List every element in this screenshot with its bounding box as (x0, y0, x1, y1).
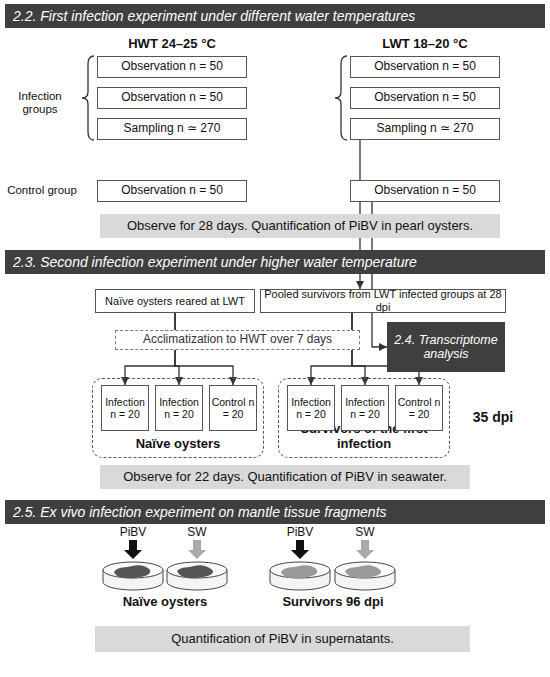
curly-brace (82, 56, 94, 140)
node-text: Observation n = 50 (374, 91, 476, 105)
dish-rim (167, 562, 227, 578)
sw-arrow (188, 540, 206, 559)
node-text: Pooled survivors from LWT infected group… (261, 288, 505, 313)
node-text: Observation n = 50 (121, 60, 223, 74)
node-text: 2.4. Transcriptome analysis (389, 333, 503, 362)
inoculum-label: PiBV (280, 526, 320, 540)
section-box: 2.4. Transcriptome analysis (387, 322, 505, 372)
temperature-label: LWT 18–20 °C (350, 37, 500, 52)
node-text: 2.5. Ex vivo infection experiment on man… (13, 504, 387, 520)
temperature-label: HWT 24–25 °C (97, 37, 247, 52)
row-label: Infection groups (0, 90, 80, 116)
node-text: Acclimatization to HWT over 7 days (143, 333, 332, 347)
tank-box: Infection n = 20 (341, 385, 389, 431)
inoculum-label: SW (177, 526, 217, 540)
summary-band: Observe for 22 days. Quantification of P… (100, 465, 470, 489)
group-container: Survivors of the first infectionInfectio… (278, 378, 450, 458)
summary-band: Quantification of PiBV in supernatants. (95, 626, 470, 652)
group-box: Sampling n ≃ 270 (97, 118, 247, 140)
acclimatization-box: Acclimatization to HWT over 7 days (115, 330, 360, 350)
dish-rim (270, 562, 330, 578)
time-label: 35 dpi (458, 409, 528, 425)
petri-dish (167, 540, 227, 590)
curly-brace (335, 56, 347, 140)
tissue-fragment (345, 565, 381, 578)
section-header: 2.2. First infection experiment under di… (5, 4, 545, 28)
group-label: Naïve oysters (95, 595, 235, 610)
node-text: Infection n = 20 (157, 396, 201, 420)
tank-box: Control n = 20 (395, 385, 443, 431)
dish-rim (335, 562, 395, 578)
node-text: Sampling n ≃ 270 (124, 122, 221, 136)
node-text: Naïve oysters reared at LWT (105, 295, 245, 308)
summary-band: Observe for 28 days. Quantification of P… (100, 214, 500, 238)
tank-box: Infection n = 20 (155, 385, 203, 431)
tank-box: Control n = 20 (209, 385, 257, 431)
node-text: 2.2. First infection experiment under di… (13, 8, 415, 24)
dish-rim (103, 562, 163, 578)
tank-box: Infection n = 20 (287, 385, 335, 431)
tissue-fragment (281, 565, 317, 578)
source-box: Pooled survivors from LWT infected group… (260, 289, 506, 313)
group-container: Naïve oysters Infection n = 20 Infection n… (92, 378, 264, 458)
group-label: Survivors 96 dpi (263, 595, 403, 610)
section-header: 2.3. Second infection experiment under h… (5, 250, 545, 274)
group-box: Observation n = 50 (350, 180, 500, 202)
node-text: Observation n = 50 (121, 91, 223, 105)
inoculum-label: PiBV (113, 526, 153, 540)
group-box: Observation n = 50 (350, 87, 500, 109)
node-text: Observe for 28 days. Quantification of P… (127, 219, 473, 234)
inoculum-label: SW (345, 526, 385, 540)
group-box: Observation n = 50 (97, 180, 247, 202)
pibv-arrow (291, 540, 309, 559)
node-text: Infection n = 20 (103, 396, 147, 420)
section-header: 2.5. Ex vivo infection experiment on man… (5, 500, 545, 524)
node-text: Observation n = 50 (374, 60, 476, 74)
group-box: Observation n = 50 (97, 56, 247, 78)
group-box: Observation n = 50 (97, 87, 247, 109)
node-text: Control n = 20 (211, 396, 255, 420)
node-text: Infection n = 20 (343, 396, 387, 420)
group-box: Sampling n ≃ 270 (350, 118, 500, 140)
node-text: 2.3. Second infection experiment under h… (13, 254, 417, 270)
node-text: Naïve oysters (93, 437, 263, 452)
node-text: Sampling n ≃ 270 (377, 122, 474, 136)
sw-arrow (356, 540, 374, 559)
node-text: Control n = 20 (397, 396, 441, 420)
group-box: Observation n = 50 (350, 56, 500, 78)
node-text: Observe for 22 days. Quantification of P… (123, 470, 447, 485)
source-box: Naïve oysters reared at LWT (95, 289, 255, 313)
node-text: Infection n = 20 (289, 396, 333, 420)
row-label: Control group (0, 184, 84, 197)
pibv-arrow (124, 540, 142, 559)
tissue-fragment (177, 565, 213, 578)
petri-dish (103, 540, 163, 590)
petri-dish (270, 540, 330, 590)
tissue-fragment (114, 565, 150, 578)
petri-dish (335, 540, 395, 590)
node-text: Observation n = 50 (121, 184, 223, 198)
node-text: Observation n = 50 (374, 184, 476, 198)
node-text: Quantification of PiBV in supernatants. (171, 632, 394, 647)
tank-box: Infection n = 20 (101, 385, 149, 431)
